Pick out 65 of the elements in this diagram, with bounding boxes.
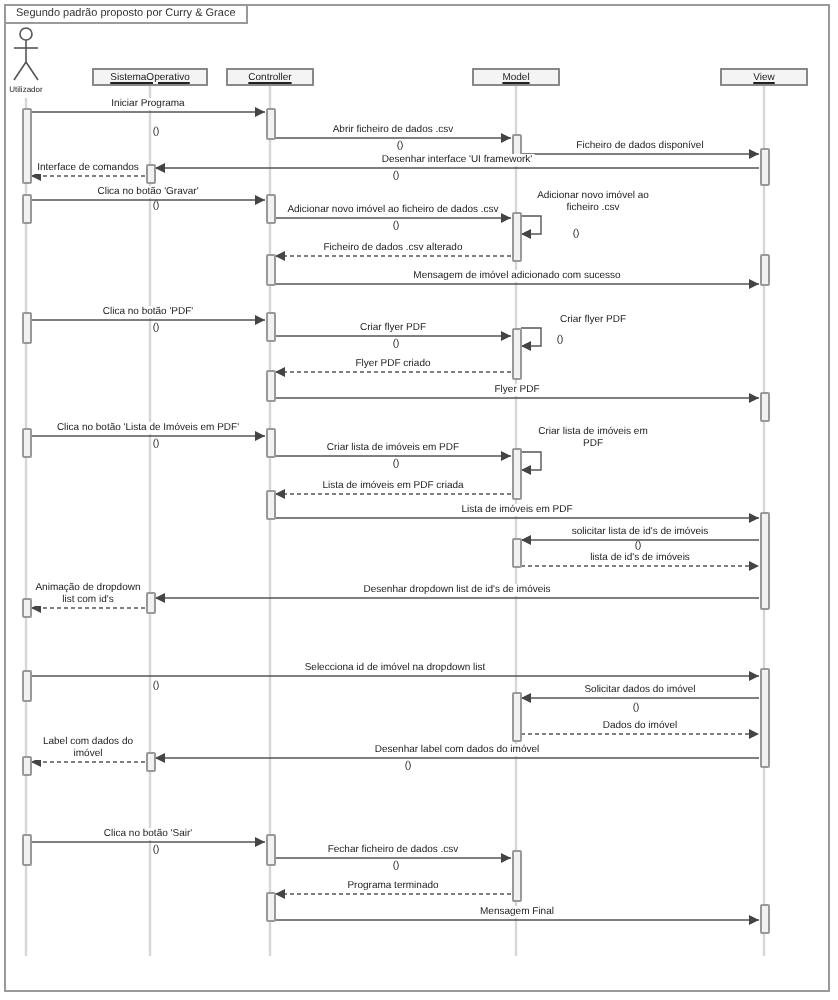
activation-bar [265,892,275,922]
message-arrow [154,593,760,603]
message-arrow [30,431,266,441]
activation-bar [759,254,769,286]
self-message-arrow [520,451,542,475]
message-arrow [274,331,512,341]
message-arrow [154,163,760,173]
message-arrow [30,195,266,205]
message-arrow [274,393,760,403]
activation-bar [145,592,155,614]
return-arrow [520,561,760,571]
message-arrow [30,315,266,325]
activation-bar [145,164,155,184]
activation-bar [759,512,769,610]
message-arrow [274,853,512,863]
return-arrow [520,729,760,739]
message-arrow [30,671,760,681]
activation-bar [511,328,521,380]
activation-bar [759,668,769,768]
activation-bar [511,448,521,500]
message-arrow [520,535,760,545]
return-arrow [274,489,512,499]
message-arrow [274,279,760,289]
activation-bar [511,538,521,568]
activation-bar [265,428,275,458]
activation-bar [265,194,275,224]
activation-bar [21,670,31,702]
activation-bar [511,212,521,262]
message-arrow [274,915,760,925]
activation-bar [265,834,275,866]
activation-bar [759,392,769,422]
activation-bar [265,108,275,140]
activation-bar [759,148,769,186]
activation-bar [265,312,275,342]
return-arrow [274,889,512,899]
activation-bar [21,108,31,184]
activation-bar [21,834,31,866]
message-arrow [30,107,266,117]
message-arrow [30,837,266,847]
return-arrow [274,251,512,261]
return-arrow [30,757,146,767]
return-arrow [30,171,146,181]
message-arrow [274,133,512,143]
message-arrow [520,149,760,159]
self-message-arrow [520,327,542,351]
return-arrow [274,367,512,377]
activation-bar [21,312,31,344]
activation-bar [145,752,155,772]
message-arrow [154,753,760,763]
message-arrow [274,513,760,523]
return-arrow [30,603,146,613]
activation-bar [21,756,31,776]
activation-bar [759,904,769,934]
activation-bar [265,490,275,520]
activation-bar [511,850,521,902]
activation-bar [21,598,31,618]
message-arrow [274,213,512,223]
activation-bar [21,428,31,458]
activation-bar [21,194,31,224]
activation-bar [265,370,275,402]
activation-bar [265,254,275,286]
activation-bar [511,692,521,742]
self-message-arrow [520,215,542,239]
message-arrow [520,693,760,703]
message-arrow [274,451,512,461]
